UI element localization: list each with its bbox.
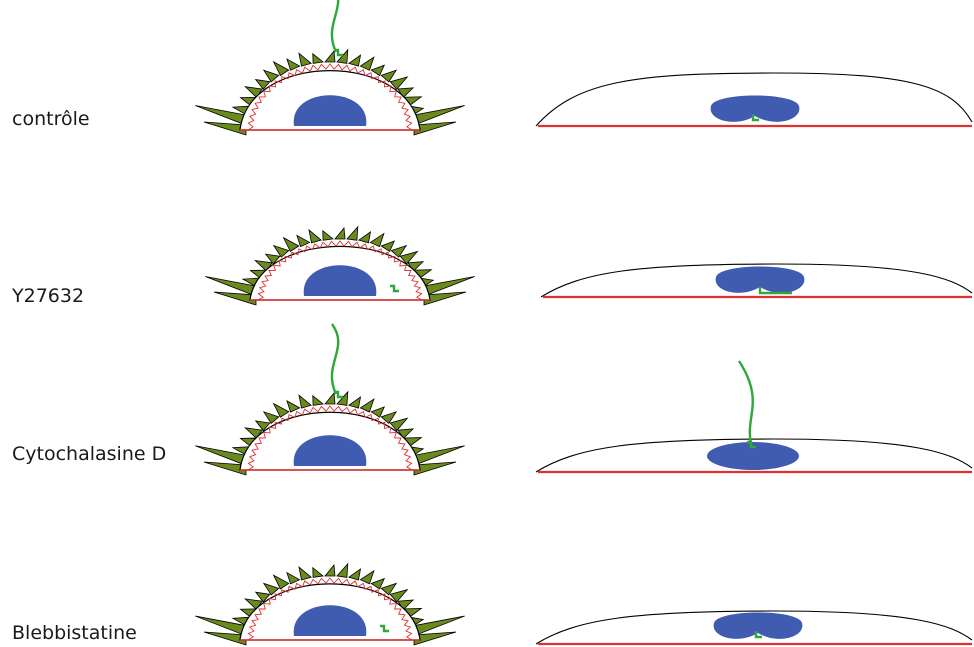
spike bbox=[360, 57, 374, 70]
round-cell bbox=[195, 0, 464, 135]
spike bbox=[347, 227, 358, 241]
spike bbox=[264, 583, 279, 595]
spread-cell bbox=[541, 264, 972, 297]
spike bbox=[313, 396, 323, 406]
spike bbox=[325, 51, 335, 62]
spike bbox=[335, 228, 345, 239]
spike bbox=[287, 401, 300, 412]
spike bbox=[309, 230, 321, 243]
spike bbox=[325, 565, 335, 576]
primary-cilium bbox=[332, 0, 338, 52]
spike bbox=[323, 231, 333, 241]
spike bbox=[381, 70, 396, 82]
spread-cell bbox=[536, 361, 972, 472]
centrosome bbox=[334, 392, 343, 397]
spike bbox=[360, 571, 374, 584]
spike bbox=[370, 234, 384, 247]
spike bbox=[349, 55, 361, 66]
spike bbox=[299, 53, 311, 66]
spike bbox=[264, 70, 279, 82]
spike bbox=[287, 573, 300, 584]
round-cell bbox=[195, 324, 464, 475]
spike bbox=[313, 568, 323, 578]
spike bbox=[274, 62, 289, 76]
spike bbox=[274, 575, 289, 589]
spike bbox=[287, 59, 300, 70]
spike bbox=[371, 407, 384, 417]
round-cell bbox=[205, 227, 474, 305]
spike bbox=[371, 65, 384, 75]
spike bbox=[337, 564, 348, 578]
spike bbox=[359, 232, 371, 243]
spike bbox=[360, 399, 374, 412]
spread-cell bbox=[536, 73, 972, 126]
spike bbox=[349, 569, 361, 580]
spike bbox=[371, 579, 384, 589]
primary-cilium bbox=[332, 324, 338, 394]
round-cell bbox=[195, 564, 464, 645]
spike bbox=[349, 397, 361, 408]
centrosome bbox=[334, 50, 343, 55]
primary-cilium bbox=[739, 361, 753, 444]
spike bbox=[313, 54, 323, 64]
spike bbox=[299, 395, 311, 408]
spike bbox=[297, 235, 310, 246]
spike bbox=[264, 412, 279, 424]
spike bbox=[325, 393, 335, 404]
spike bbox=[299, 567, 311, 580]
spike bbox=[274, 404, 289, 418]
spread-cell bbox=[536, 611, 972, 644]
